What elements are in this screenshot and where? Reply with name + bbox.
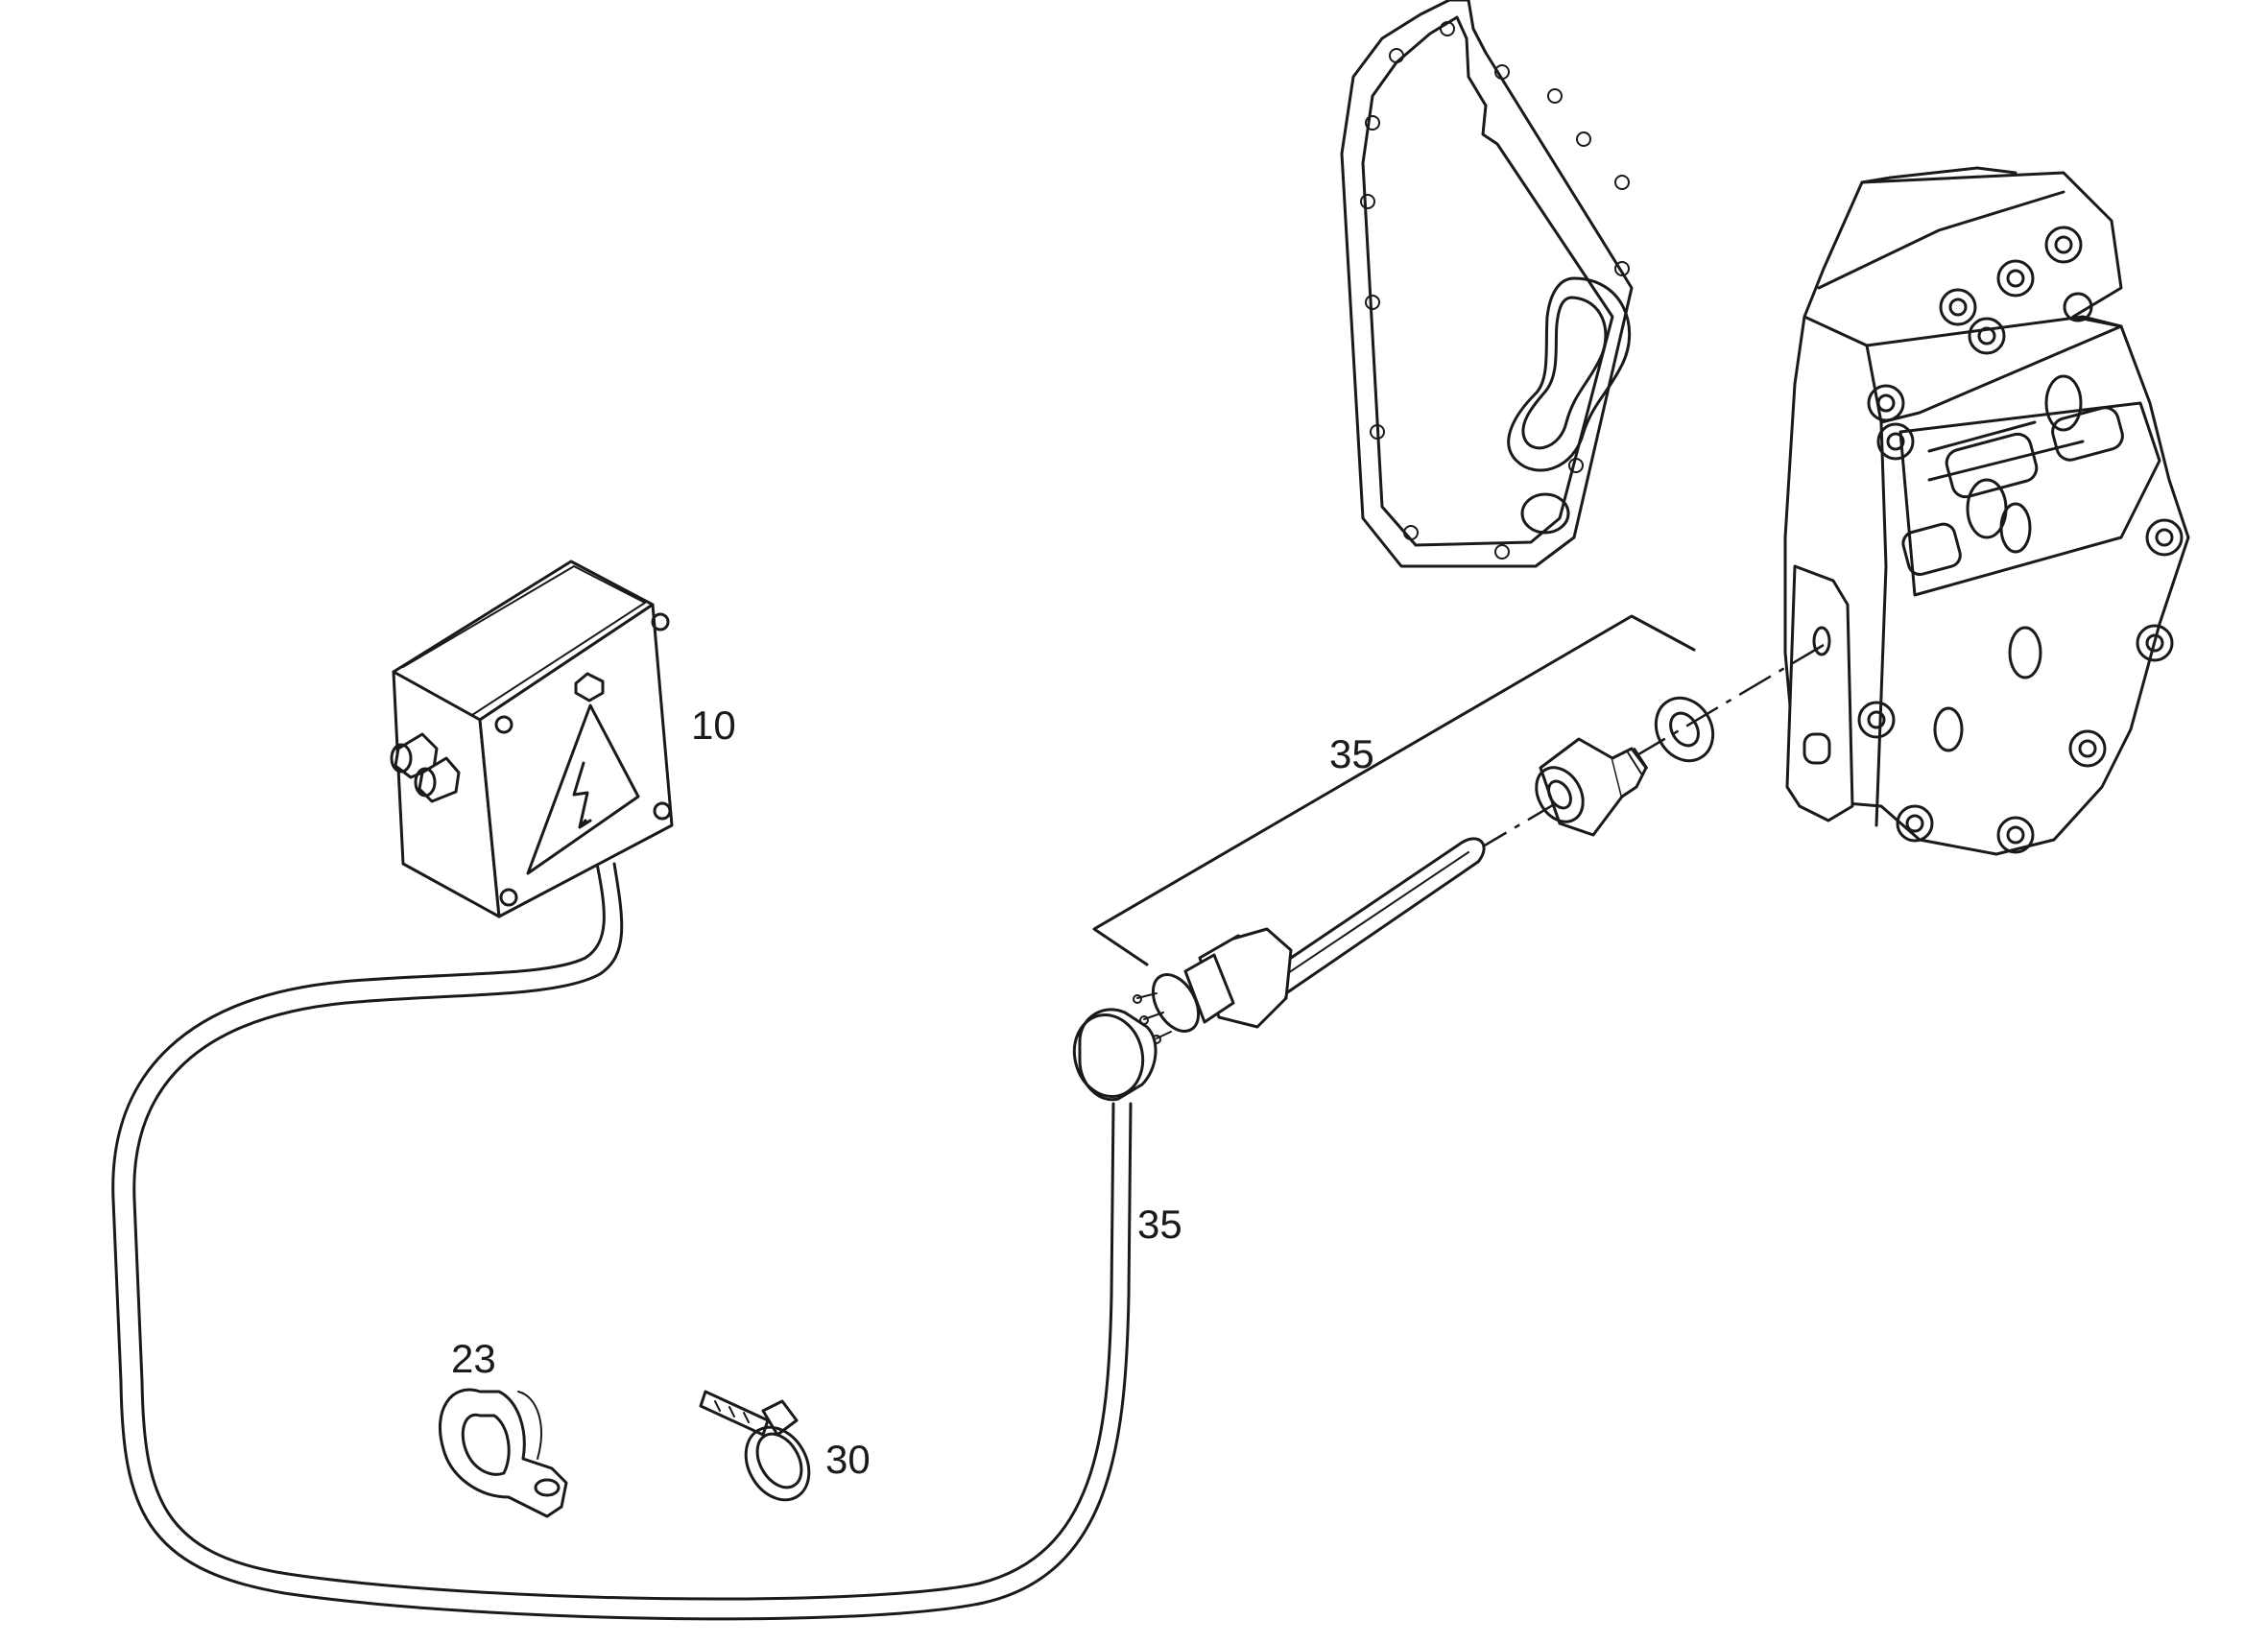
label-heater-assembly: 35 [1329, 731, 1374, 776]
gasket [1340, 0, 1634, 568]
connector-plug [1072, 1008, 1158, 1102]
cable-gland-side [390, 732, 461, 803]
cable-tie [699, 1390, 811, 1502]
sealing-washer [1654, 696, 1715, 763]
label-cable-clamp: 23 [451, 1336, 496, 1381]
heater-rod [1265, 837, 1486, 995]
label-heater-cable: 35 [1137, 1202, 1182, 1247]
cable-gland-top [574, 672, 605, 703]
junction-box [390, 560, 674, 918]
threaded-adapter [1535, 737, 1648, 837]
heater-cable-outer [132, 862, 1115, 1601]
label-cable-tie: 30 [825, 1437, 871, 1482]
heater-connector [1133, 927, 1293, 1044]
heater-cable-inner [111, 862, 1133, 1621]
group-bracket [1092, 614, 1696, 966]
warning-triangle-icon [526, 703, 640, 875]
assembly-axis-line [1482, 643, 1825, 848]
gasket-bolt-holes [1360, 21, 1630, 560]
housing-bosses [1857, 226, 2184, 854]
label-junction-box: 10 [691, 703, 736, 748]
transmission-housing [1783, 166, 2190, 856]
cable-clamp [438, 1388, 568, 1518]
